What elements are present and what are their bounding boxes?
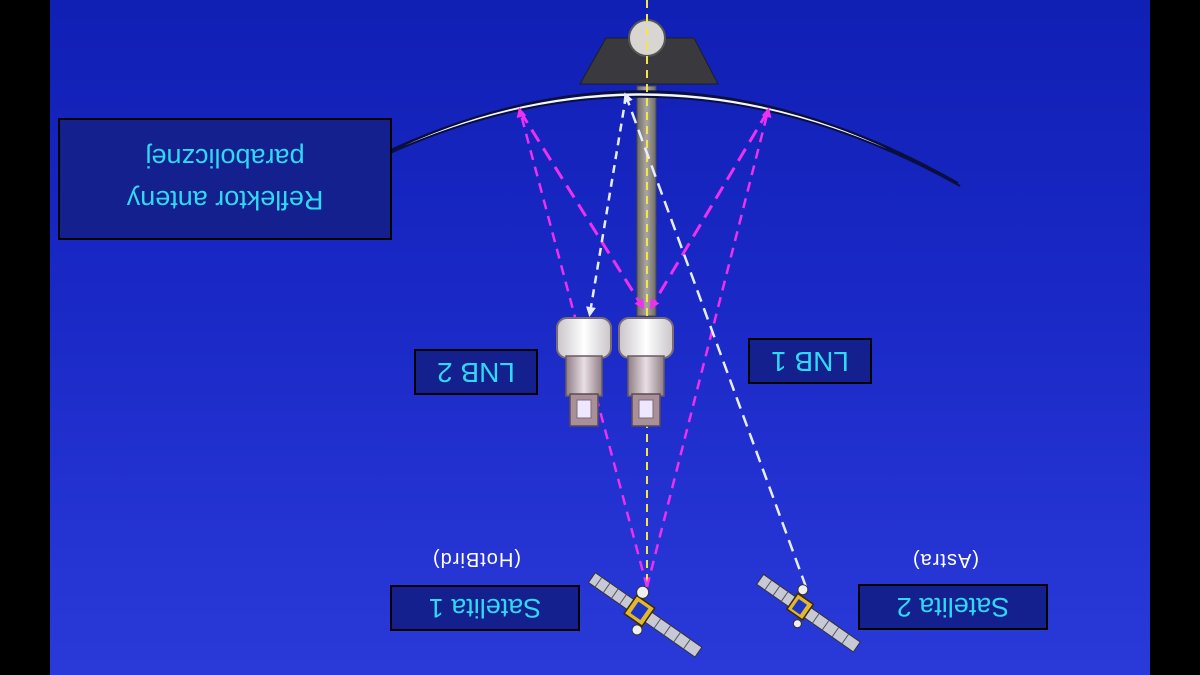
- reflector-label-line2: parabolicznej: [145, 143, 305, 173]
- reflector-label: Reflektor anteny parabolicznej: [58, 118, 392, 240]
- hotbird-beam-reflected-left: [518, 110, 645, 310]
- lnb-1-label-text: LNB 1: [771, 346, 849, 377]
- satellite-1-icon: [587, 571, 703, 658]
- lnb-2-label-text: LNB 2: [437, 357, 515, 388]
- satellite-1-label-text: Satelita 1: [428, 593, 542, 624]
- hotbird-beam-incoming-right: [645, 107, 772, 588]
- satellite-1-name: (HotBird): [432, 548, 522, 570]
- lnb-2-device: [556, 317, 612, 427]
- astra-signal-beams: [586, 92, 808, 588]
- lnb-2-label: LNB 2: [414, 349, 538, 395]
- satellite-2-label: Satelita 2: [858, 584, 1048, 630]
- astra-beam-incoming: [623, 92, 808, 588]
- satellite-2-label-text: Satelita 2: [896, 592, 1010, 623]
- satellite-2-name: (Astra): [912, 549, 979, 571]
- lnb-1-device: [618, 317, 674, 427]
- parabolic-reflector-edge: [335, 91, 959, 184]
- astra-beam-reflected: [586, 95, 628, 317]
- satellite-2-icon: [755, 573, 861, 653]
- dish-mount-hub: [628, 19, 666, 57]
- lnb-1-label: LNB 1: [748, 338, 872, 384]
- satellite-1-label: Satelita 1: [390, 585, 580, 631]
- reflector-label-line1: Reflektor anteny: [126, 185, 324, 215]
- hotbird-beam-reflected-right: [649, 110, 770, 310]
